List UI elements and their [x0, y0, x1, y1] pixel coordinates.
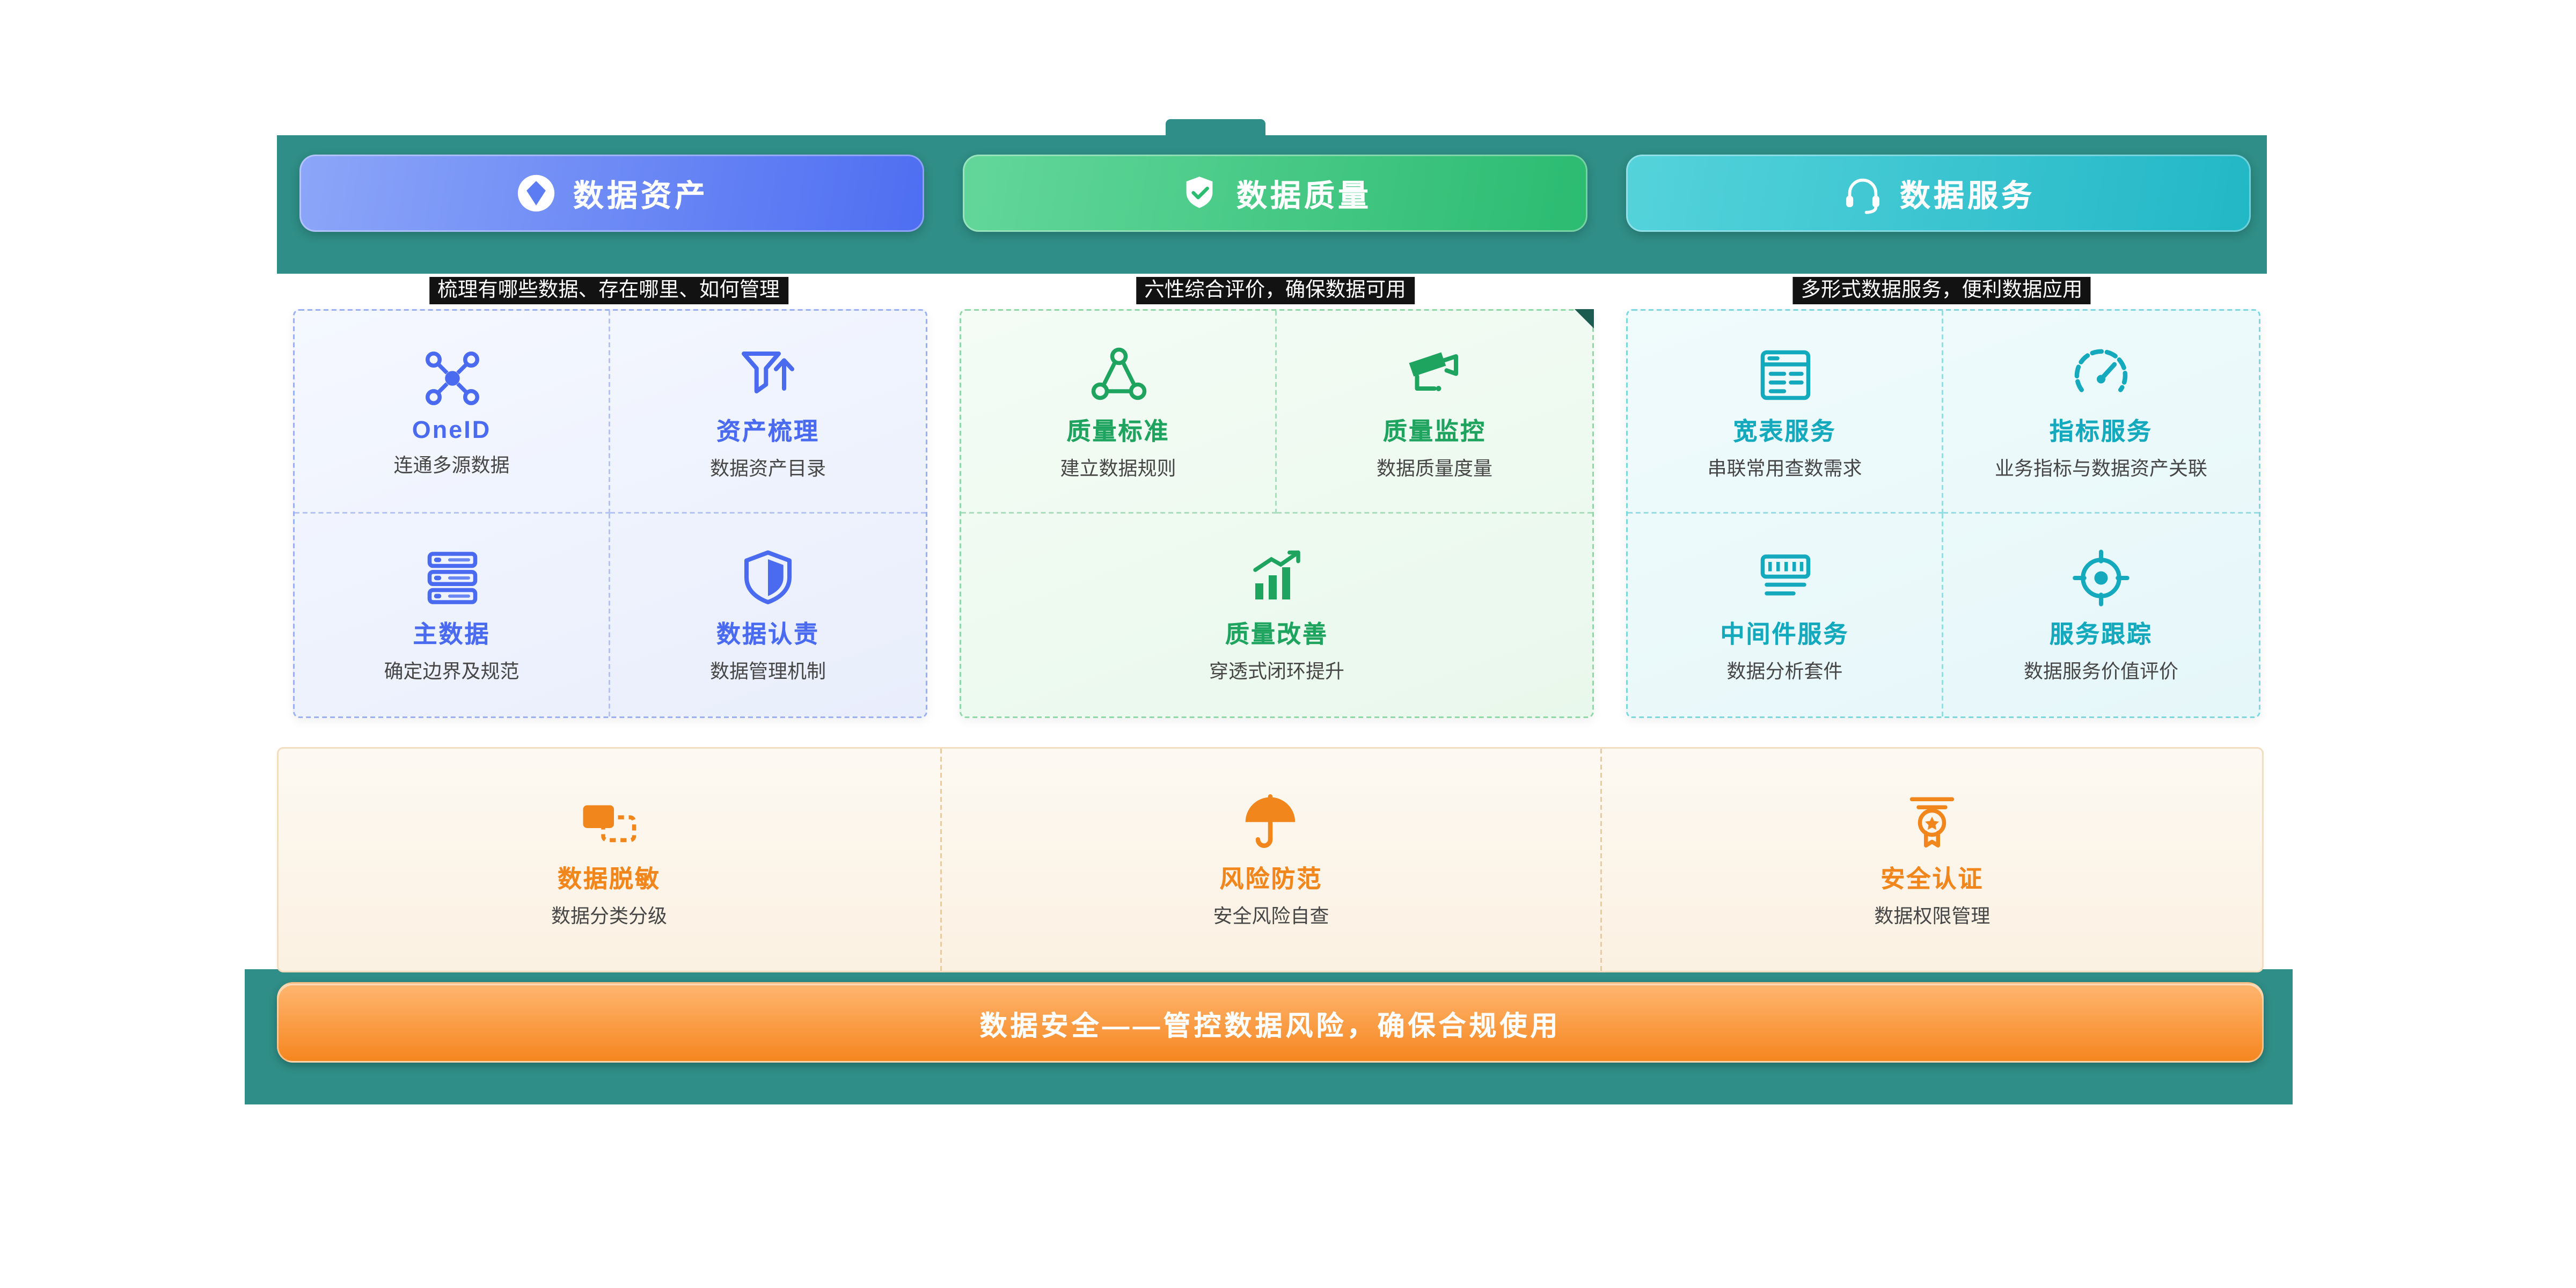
- card-item-desc: 数据质量度量: [1376, 456, 1492, 479]
- pillar-title-quality: 数据质量: [1236, 179, 1372, 214]
- card-item-quality-standard: 质量标准 建立数据规则: [961, 311, 1277, 514]
- card-item-quality-monitor: 质量监控 数据质量度量: [1277, 311, 1592, 514]
- cctv-icon: [1402, 342, 1467, 407]
- card-item-title: OneID: [412, 416, 492, 444]
- table-icon: [1753, 342, 1817, 407]
- middleware-icon: [1753, 546, 1817, 610]
- card-item-title: 宽表服务: [1733, 418, 1836, 445]
- security-banner: 数据安全——管控数据风险，确保合规使用: [277, 982, 2264, 1063]
- server-stack-icon: [420, 546, 484, 610]
- pillar-button-quality[interactable]: 数据质量: [963, 155, 1587, 232]
- security-item-desc: 数据权限管理: [1874, 905, 1990, 927]
- card-item-desc: 建立数据规则: [1060, 456, 1176, 479]
- pillar-title-services: 数据服务: [1899, 179, 2035, 214]
- card-item-title: 中间件服务: [1720, 621, 1849, 649]
- card-item-desc: 连通多源数据: [393, 453, 510, 476]
- growth-chart-icon: [1245, 546, 1309, 610]
- shield-icon: [736, 546, 800, 610]
- card-item-desc: 数据资产目录: [709, 456, 826, 479]
- security-item-masking: 数据脱敏 数据分类分级: [279, 749, 940, 971]
- security-item-desc: 数据分类分级: [551, 905, 667, 927]
- security-item-title: 安全认证: [1880, 866, 1984, 894]
- card-item-title: 质量监控: [1382, 418, 1486, 445]
- pillar-subtitle-assets: 梳理有哪些数据、存在哪里、如何管理: [429, 277, 788, 304]
- card-item-title: 主数据: [413, 621, 491, 649]
- umbrella-icon: [1239, 791, 1303, 855]
- card-item-desc: 串联常用查数需求: [1707, 456, 1862, 479]
- card-item-middleware: 中间件服务 数据分析套件: [1628, 514, 1943, 716]
- card-item-title: 质量改善: [1225, 621, 1328, 649]
- security-item-risk: 风险防范 安全风险自查: [939, 749, 1601, 971]
- security-item-title: 数据脱敏: [557, 866, 661, 894]
- pillar-button-assets[interactable]: 数据资产: [299, 155, 924, 232]
- badge-icon: [1900, 791, 1964, 855]
- diamond-icon: [515, 172, 557, 214]
- network-icon: [420, 346, 484, 410]
- card-item-title: 指标服务: [2049, 418, 2153, 445]
- gauge-icon: [2069, 342, 2133, 407]
- card-item-desc: 穿透式闭环提升: [1209, 660, 1344, 683]
- services-card: 宽表服务 串联常用查数需求 指标服务 业务指标与数据资产关联 中间件服务 数据分…: [1626, 309, 2260, 718]
- card-item-asset-sorting: 资产梳理 数据资产目录: [610, 311, 926, 514]
- pillar-title-assets: 数据资产: [573, 179, 708, 214]
- target-icon: [2069, 546, 2133, 610]
- security-card: 数据脱敏 数据分类分级 风险防范 安全风险自查 安全认证 数据权限管理: [277, 747, 2264, 972]
- card-item-title: 数据认责: [716, 621, 819, 649]
- assets-card: OneID 连通多源数据 资产梳理 数据资产目录 主数据 确定边界及规范: [293, 309, 927, 718]
- security-item-certification: 安全认证 数据权限管理: [1600, 749, 2262, 971]
- card-item-desc: 确定边界及规范: [384, 660, 519, 683]
- quality-card: 质量标准 建立数据规则 质量监控 数据质量度量 质量改善 穿透式闭环提升: [960, 309, 1594, 718]
- nodes-icon: [1086, 342, 1151, 407]
- card-item-master-data: 主数据 确定边界及规范: [295, 514, 610, 716]
- funnel-arrow-icon: [736, 342, 800, 407]
- card-item-service-tracking: 服务跟踪 数据服务价值评价: [1943, 514, 2259, 716]
- card-item-oneid: OneID 连通多源数据: [295, 311, 610, 514]
- card-item-title: 质量标准: [1066, 418, 1170, 445]
- card-item-desc: 数据分析套件: [1726, 660, 1843, 683]
- security-item-desc: 安全风险自查: [1213, 905, 1329, 927]
- card-item-desc: 数据管理机制: [709, 660, 826, 683]
- card-item-wide-table: 宽表服务 串联常用查数需求: [1628, 311, 1943, 514]
- card-item-desc: 数据服务价值评价: [2023, 660, 2178, 683]
- pillar-subtitle-quality: 六性综合评价，确保数据可用: [1136, 277, 1414, 304]
- card-item-title: 资产梳理: [716, 418, 819, 445]
- card-item-desc: 业务指标与数据资产关联: [1994, 456, 2207, 479]
- pillar-subtitle-services: 多形式数据服务，便利数据应用: [1792, 277, 2091, 304]
- headset-icon: [1842, 172, 1884, 214]
- card-item-metric-service: 指标服务 业务指标与数据资产关联: [1943, 311, 2259, 514]
- shield-check-icon: [1179, 172, 1220, 214]
- security-item-title: 风险防范: [1219, 866, 1323, 894]
- card-item-title: 服务跟踪: [2049, 621, 2153, 649]
- card-item-quality-improve: 质量改善 穿透式闭环提升: [961, 514, 1592, 716]
- mask-icon: [577, 791, 641, 855]
- card-item-accountability: 数据认责 数据管理机制: [610, 514, 926, 716]
- pillar-button-services[interactable]: 数据服务: [1626, 155, 2251, 232]
